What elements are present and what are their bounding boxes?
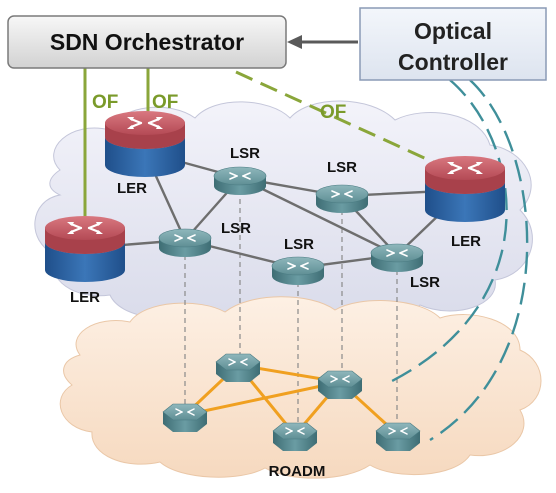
lsr-router [158, 228, 212, 258]
optical-link-outer [429, 79, 529, 442]
of-label-left: OF [92, 92, 118, 113]
ler-router-left [43, 214, 127, 284]
roadm-node [317, 370, 363, 400]
optical-control-links [389, 79, 529, 442]
roadm-label: ROADM [269, 463, 326, 480]
lsr-label: LSR [230, 145, 260, 162]
optical-link-inner [389, 79, 508, 384]
roadm-node [215, 353, 261, 383]
lsr-label: LSR [221, 220, 251, 237]
controller-arrow [287, 35, 358, 49]
ler-router-right [423, 154, 507, 224]
optical-layer-cloud [59, 296, 542, 479]
lsr-label: LSR [327, 159, 357, 176]
roadm-node [272, 422, 318, 452]
ler-router-top [103, 109, 187, 179]
sdn-orchestrator-label: SDN Orchestrator [50, 29, 244, 55]
roadm-node [162, 403, 208, 433]
of-link-right-ler [235, 70, 456, 174]
lsr-label: LSR [410, 274, 440, 291]
of-label-right: OF [320, 102, 346, 123]
optical-controller-label-line1: Optical [414, 18, 492, 44]
lsr-router [271, 256, 325, 286]
lsr-router [315, 184, 369, 214]
ler-label-right: LER [451, 233, 481, 250]
optical-controller-box: Optical Controller [359, 7, 547, 81]
ip-link [238, 176, 399, 257]
roadm-node [375, 422, 421, 452]
ler-label-top: LER [117, 180, 147, 197]
lsr-router [370, 243, 424, 273]
ler-label-left: LER [70, 289, 100, 306]
of-label-top: OF [152, 92, 178, 113]
fiber-link [183, 380, 342, 417]
lsr-router [213, 166, 267, 196]
openflow-links [83, 68, 456, 220]
layer-mapping-lines [184, 190, 398, 430]
lsr-label: LSR [284, 236, 314, 253]
sdn-orchestrator-box: SDN Orchestrator [7, 15, 287, 69]
optical-controller-label-line2: Controller [398, 49, 508, 75]
arrow-head-icon [287, 35, 302, 49]
